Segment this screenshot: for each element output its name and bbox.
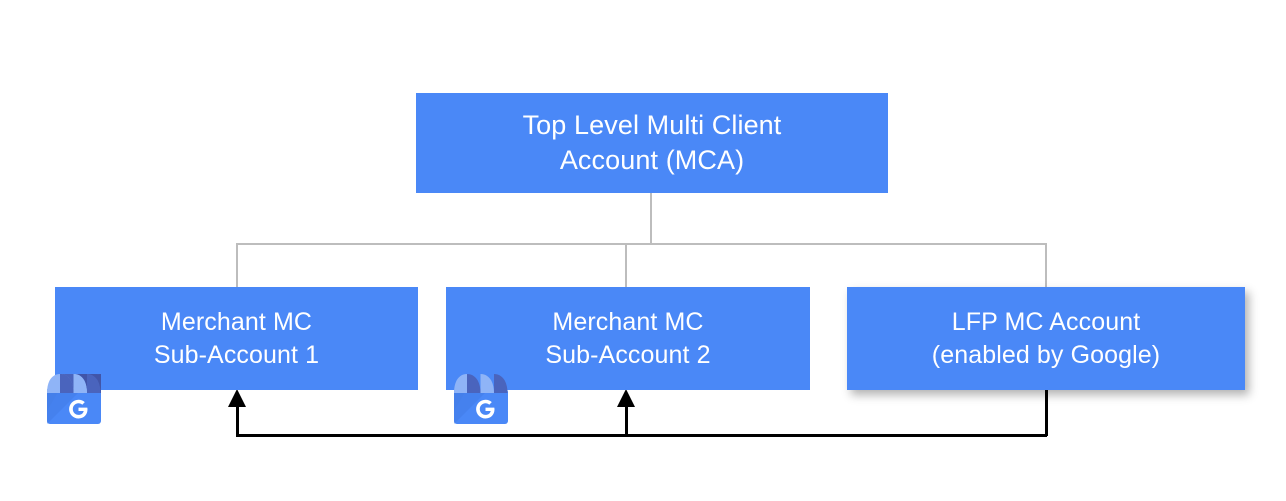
node-sub2-line-1: Merchant MC <box>552 308 704 336</box>
node-sub2-line-2: Sub-Account 2 <box>545 340 711 369</box>
node-mca-line-2: Account (MCA) <box>559 145 745 175</box>
connector-leg-lfp <box>1045 243 1047 289</box>
node-lfp-line-2: (enabled by Google) <box>931 340 1161 369</box>
node-merchant-sub-account-2[interactable]: Merchant MC Sub-Account 2 <box>446 287 810 390</box>
google-my-business-storefront-icon <box>47 374 101 424</box>
node-merchant-sub-account-1[interactable]: Merchant MC Sub-Account 1 <box>55 287 418 390</box>
node-top-level-mca[interactable]: Top Level Multi Client Account (MCA) <box>416 93 888 193</box>
google-my-business-storefront-icon <box>454 374 508 424</box>
connector-leg-sub2 <box>625 243 627 289</box>
node-sub1-line-1: Merchant MC <box>160 308 313 336</box>
connector-mca-stem <box>650 193 652 245</box>
flow-riser-from-lfp <box>1045 386 1048 436</box>
flow-horizontal-bar <box>236 434 1047 437</box>
flow-riser-to-sub2 <box>625 400 628 436</box>
arrow-up-icon-sub2 <box>617 389 635 407</box>
connector-leg-sub1 <box>236 243 238 289</box>
node-sub1-line-2: Sub-Account 1 <box>153 340 320 369</box>
node-mca-line-1: Top Level Multi Client <box>522 109 782 140</box>
flow-riser-to-sub1 <box>236 400 239 436</box>
connector-horizontal-bar <box>236 243 1047 245</box>
arrow-up-icon-sub1 <box>228 389 246 407</box>
node-lfp-mc-account[interactable]: LFP MC Account (enabled by Google) <box>847 287 1245 390</box>
node-lfp-line-1: LFP MC Account <box>951 308 1141 336</box>
